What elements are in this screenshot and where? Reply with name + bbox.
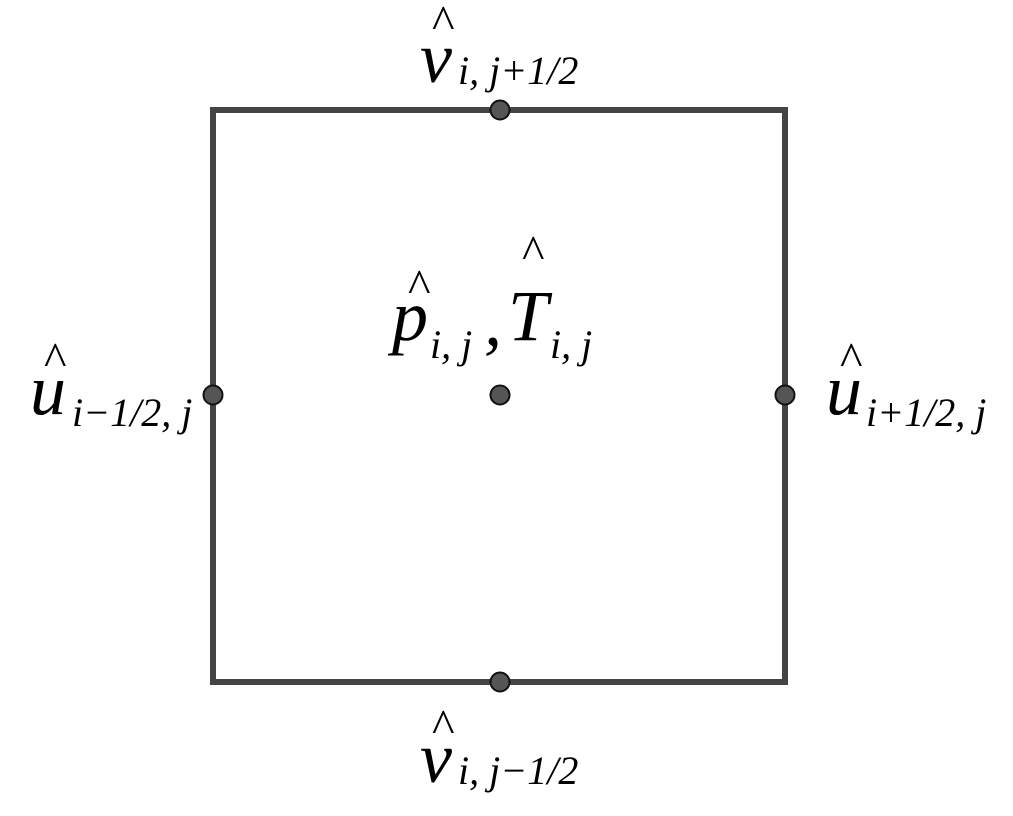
- node-center-pT: [489, 384, 511, 406]
- subscript-p: i, j: [430, 322, 472, 367]
- hat-accent: ^: [44, 333, 67, 386]
- separator-comma: ,: [484, 281, 502, 361]
- node-bottom-v: [489, 671, 511, 693]
- hat-accent: ^: [432, 700, 455, 753]
- symbol-p: p: [387, 276, 428, 356]
- node-top-v: [489, 99, 511, 121]
- hat-accent: ^: [432, 0, 455, 49]
- node-right-u: [774, 384, 796, 406]
- hat-accent-T: ^: [522, 226, 545, 279]
- symbol: v: [420, 18, 452, 98]
- node-left-u: [202, 384, 224, 406]
- subscript: i, j−1/2: [458, 748, 578, 793]
- symbol: u: [30, 350, 66, 430]
- symbol: v: [420, 718, 452, 798]
- hat-accent-p: ^: [408, 260, 431, 313]
- subscript: i−1/2, j: [72, 390, 192, 435]
- subscript-T: i, j: [550, 322, 592, 367]
- subscript: i, j+1/2: [458, 48, 578, 93]
- hat-accent: ^: [840, 333, 863, 386]
- symbol: u: [826, 350, 862, 430]
- symbol-T: T: [508, 276, 553, 356]
- subscript: i+1/2, j: [866, 390, 986, 435]
- label-center-p-T: ^pi, j,^Ti, j: [387, 226, 592, 367]
